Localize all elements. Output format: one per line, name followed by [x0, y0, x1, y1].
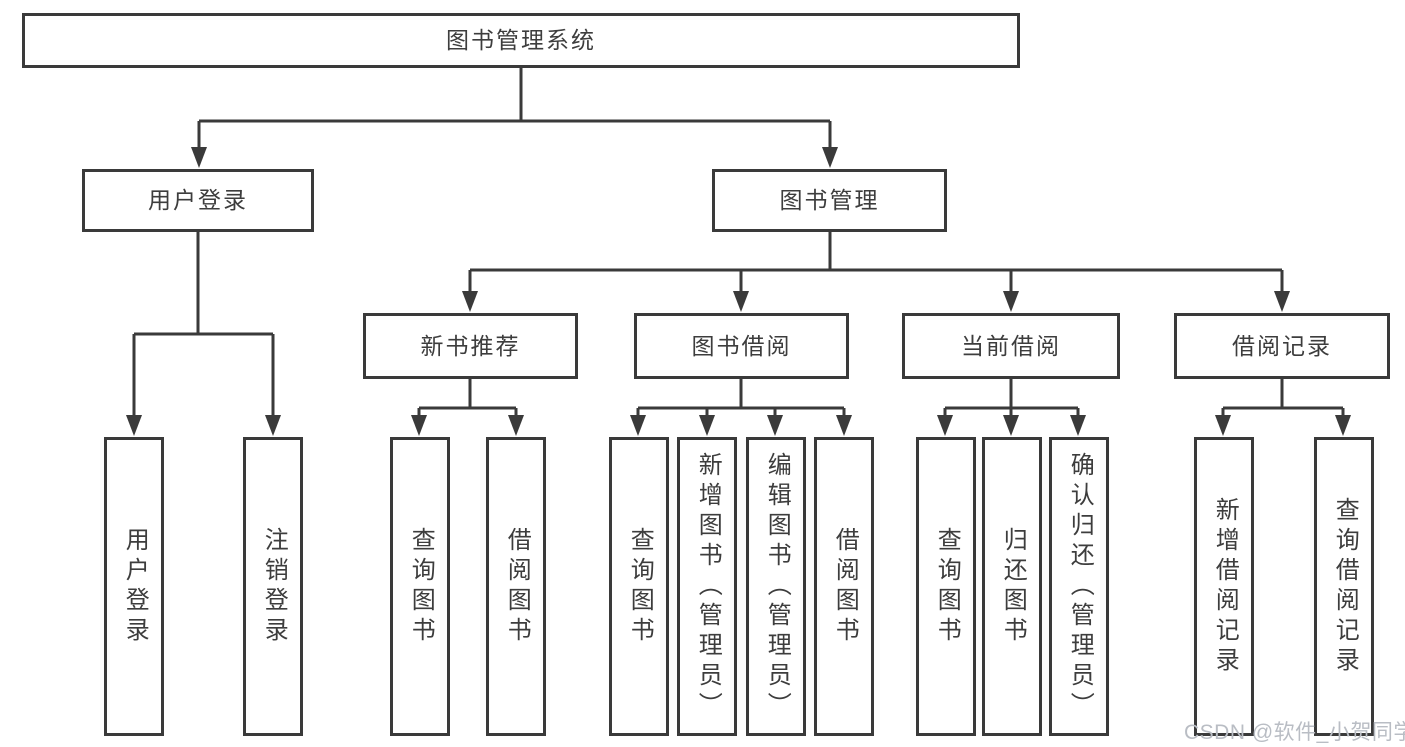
node-label: 新增借阅记录 [1211, 496, 1239, 677]
leaf-return-books: 归还图书 [982, 437, 1042, 736]
node-new-book-recommendation: 新书推荐 [363, 313, 578, 379]
leaf-confirm-return-admin: 确认归还（管理员） [1049, 437, 1109, 736]
node-label: 图书借阅 [691, 332, 792, 359]
node-label: 当前借阅 [961, 332, 1061, 359]
leaf-query-books-current: 查询图书 [916, 437, 976, 736]
node-label: 查询图书 [626, 526, 654, 647]
node-label: 图书管理系统 [446, 27, 596, 53]
leaf-borrow-books: 借阅图书 [814, 437, 874, 736]
node-label: 查询图书 [407, 526, 435, 647]
node-label: 借阅图书 [503, 526, 531, 647]
leaf-add-borrow-record: 新增借阅记录 [1194, 437, 1254, 736]
leaf-user-login: 用户登录 [104, 437, 164, 736]
node-label: 新增图书（管理员） [694, 451, 722, 722]
node-label: 用户登录 [148, 187, 248, 213]
node-user-login: 用户登录 [82, 169, 314, 232]
node-library-management-system: 图书管理系统 [22, 13, 1020, 68]
csdn-watermark: CSDN @软件_小贺同学 [1184, 721, 1405, 744]
node-label: 注销登录 [260, 526, 288, 647]
node-label: 编辑图书（管理员） [763, 451, 791, 722]
node-label: 确认归还（管理员） [1066, 451, 1094, 722]
node-label: 查询图书 [933, 526, 961, 647]
leaf-borrow-books-recommend: 借阅图书 [486, 437, 546, 736]
node-label: 新书推荐 [420, 332, 521, 359]
leaf-query-borrow-record: 查询借阅记录 [1314, 437, 1374, 736]
node-label: 归还图书 [999, 526, 1027, 647]
node-current-borrowing: 当前借阅 [902, 313, 1120, 379]
node-label: 借阅图书 [831, 526, 859, 647]
node-label: 查询借阅记录 [1331, 496, 1359, 677]
leaf-add-books-admin: 新增图书（管理员） [677, 437, 737, 736]
node-label: 借阅记录 [1232, 332, 1332, 359]
leaf-query-books-borrow: 查询图书 [609, 437, 669, 736]
leaf-query-books-recommend: 查询图书 [390, 437, 450, 736]
node-book-borrowing: 图书借阅 [634, 313, 849, 379]
node-label: 图书管理 [779, 187, 880, 213]
leaf-edit-books-admin: 编辑图书（管理员） [746, 437, 806, 736]
leaf-logout: 注销登录 [243, 437, 303, 736]
node-book-management: 图书管理 [712, 169, 947, 232]
node-label: 用户登录 [121, 526, 149, 647]
node-borrowing-records: 借阅记录 [1174, 313, 1390, 379]
